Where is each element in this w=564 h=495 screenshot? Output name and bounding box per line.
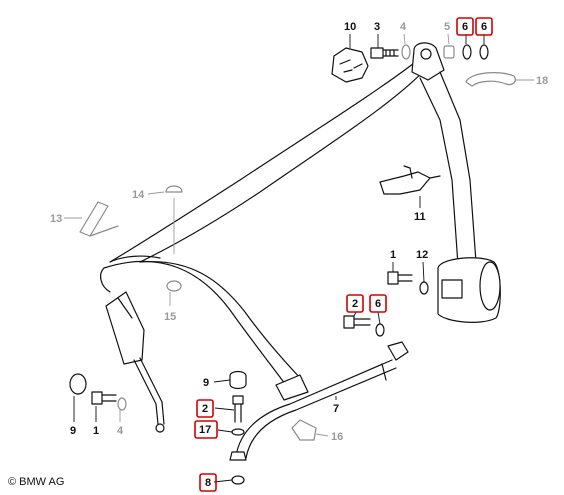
callout-14: 14	[132, 189, 145, 201]
part-3-bolt	[370, 47, 399, 59]
callout-7: 7	[333, 403, 339, 415]
callout-1-left: 1	[93, 425, 99, 437]
copyright-symbol: ©	[8, 476, 17, 488]
copyright-text: BMW AG	[19, 476, 65, 488]
part-5-spacer	[443, 45, 455, 59]
lower-centre-hardware	[229, 370, 247, 485]
callout-18: 18	[536, 75, 548, 87]
callout-6-top-a: 6	[462, 21, 468, 33]
callout-6-top-b: 6	[481, 21, 487, 33]
callout-8: 8	[205, 477, 211, 489]
part-10-cover-clip	[331, 47, 369, 83]
callout-16: 16	[331, 431, 343, 443]
callout-13: 13	[50, 213, 62, 225]
callout-2-mid: 2	[352, 298, 358, 310]
callout-3: 3	[374, 21, 380, 33]
part-12-washer	[419, 281, 429, 295]
callout-6-mid: 6	[375, 298, 381, 310]
callout-5: 5	[444, 21, 450, 33]
callout-1-right: 1	[390, 249, 396, 261]
part-7-rail	[235, 341, 409, 459]
retractor-unit	[437, 257, 501, 323]
callouts: 10 3 4 5 6 6 18 14 13 11 1 12 15 2 6 9 7…	[50, 17, 548, 492]
callout-11: 11	[414, 211, 426, 223]
part-14-button	[165, 185, 183, 254]
callout-17: 17	[199, 424, 211, 436]
part-13-tool	[79, 201, 119, 237]
callout-12: 12	[416, 249, 428, 261]
callout-4-top: 4	[400, 21, 407, 33]
callout-10: 10	[344, 21, 356, 33]
copyright-notice: © BMW AG	[8, 476, 64, 488]
part-18-trim	[465, 72, 516, 87]
callout-15: 15	[164, 311, 176, 323]
part-4-washer-top	[401, 44, 411, 60]
callout-9-left: 9	[70, 425, 76, 437]
belt-webbing	[100, 59, 433, 401]
part-1-bolt-right	[387, 271, 413, 285]
upper-anchor-fitting	[411, 42, 477, 266]
callout-2-low: 2	[202, 403, 208, 415]
part-6-washers-top	[462, 44, 489, 60]
callout-9-mid: 9	[203, 377, 209, 389]
part-15-cap	[166, 280, 182, 292]
left-anchor-hardware	[69, 373, 127, 411]
buckle-stalk	[105, 291, 165, 433]
part-16-clip	[291, 419, 317, 441]
callout-4-left: 4	[117, 425, 124, 437]
part-2-bolt-mid	[343, 315, 385, 337]
part-11-guide	[379, 165, 441, 195]
